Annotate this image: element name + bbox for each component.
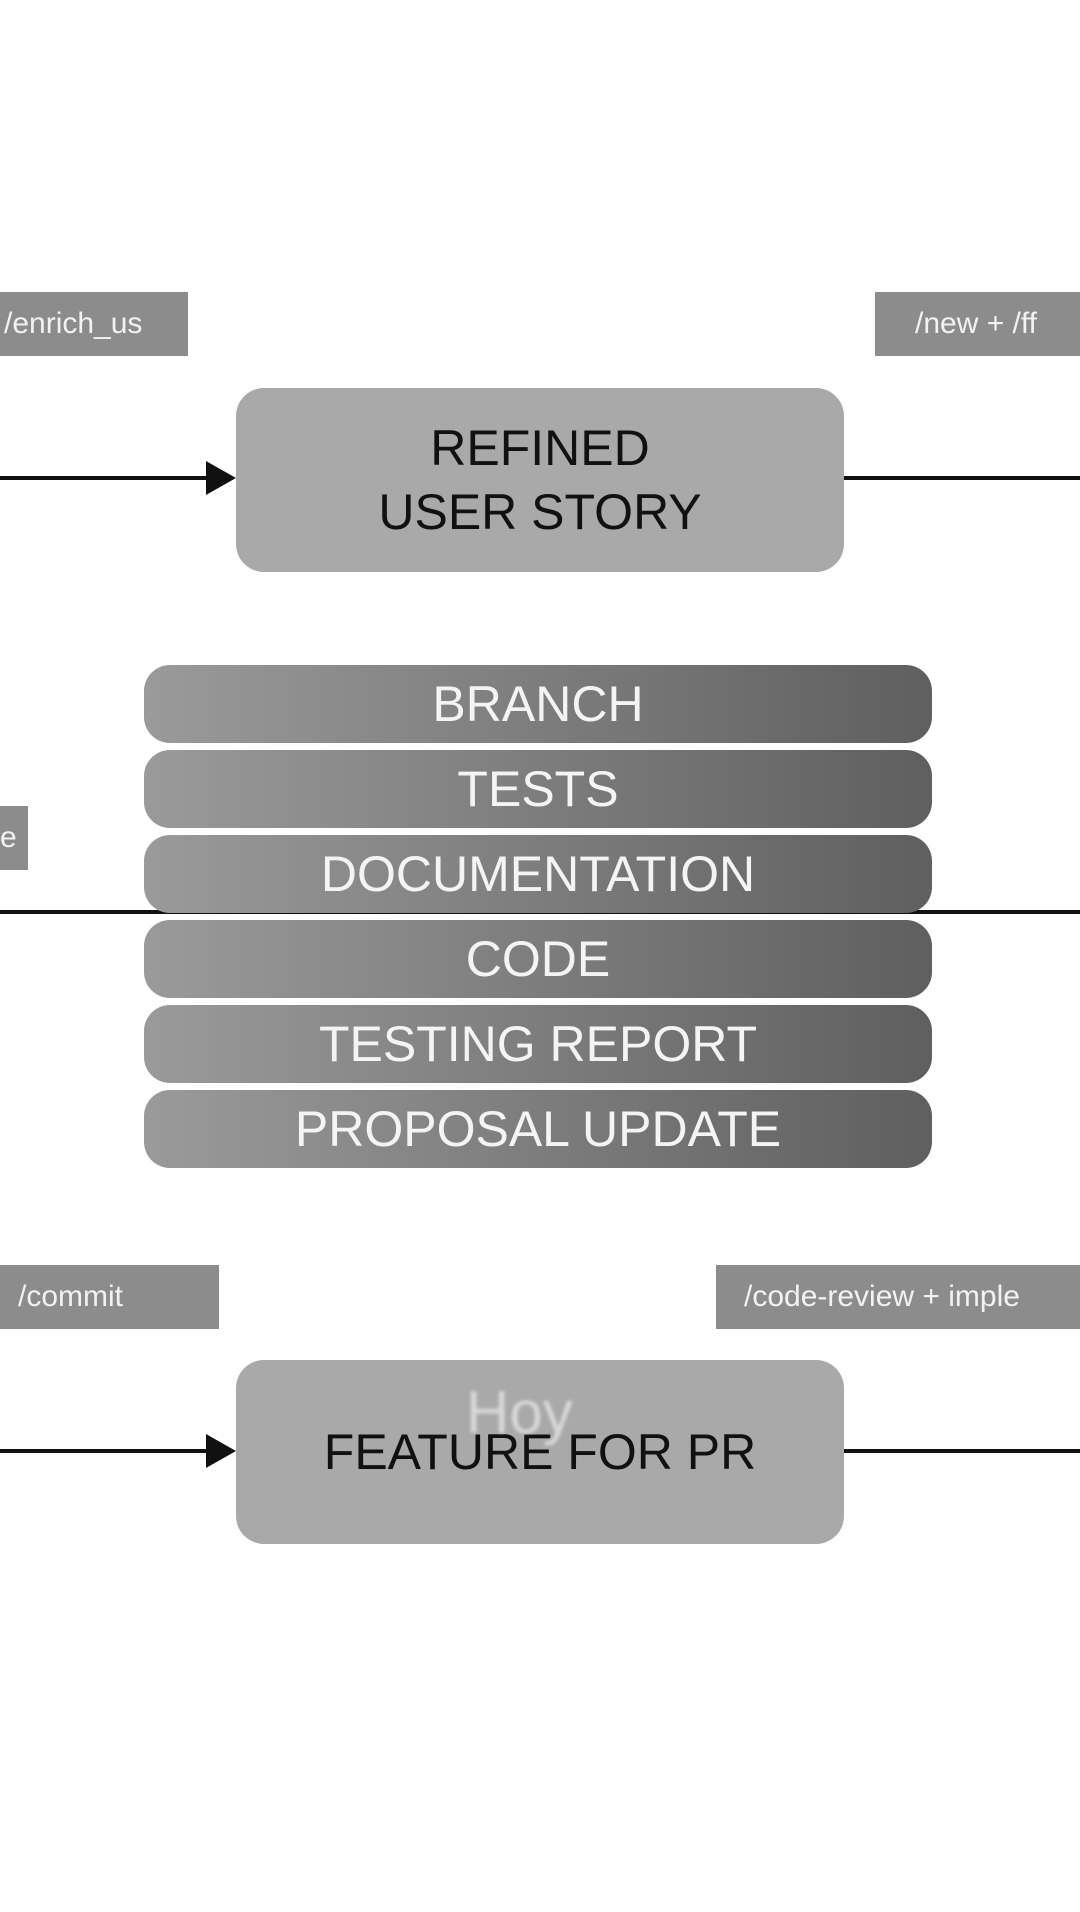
left-cut-text: e (0, 821, 17, 854)
stack-item-testing-report: TESTING REPORT (144, 1005, 932, 1083)
top-outgoing-line (844, 476, 1080, 480)
feature-for-pr-node: FEATURE FOR PR (236, 1360, 844, 1544)
new-ff-command-text: /new + /ff (915, 307, 1038, 340)
stack-item-label: TESTS (457, 761, 619, 817)
code-review-command-label: /code-review + imple (716, 1265, 1080, 1329)
refined-line-2: USER STORY (378, 484, 702, 540)
refined-line-1: REFINED (430, 420, 650, 476)
stack-item-branch: BRANCH (144, 665, 932, 743)
enrich-command-text: /enrich_us (4, 307, 143, 340)
stack-item-label: BRANCH (432, 676, 644, 732)
new-ff-command-label: /new + /ff (875, 292, 1080, 356)
commit-command-text: /commit (18, 1280, 123, 1313)
enrich-command-label: /enrich_us (0, 292, 188, 356)
stack-item-code: CODE (144, 920, 932, 998)
stack-item-label: CODE (465, 931, 611, 987)
bottom-arrowhead-icon (206, 1434, 236, 1468)
top-arrowhead-icon (206, 461, 236, 495)
left-cut-label: e (0, 806, 28, 870)
overlay-caption: Hoy (466, 1379, 573, 1446)
code-review-command-text: /code-review + imple (744, 1280, 1020, 1313)
stack-item-proposal-update: PROPOSAL UPDATE (144, 1090, 932, 1168)
commit-command-label: /commit (0, 1265, 219, 1329)
top-incoming-line (0, 476, 210, 480)
bottom-outgoing-line (844, 1449, 1080, 1453)
stack-item-documentation: DOCUMENTATION (144, 835, 932, 913)
stack-item-label: TESTING REPORT (318, 1016, 757, 1072)
feature-pr-text: FEATURE FOR PR (323, 1424, 757, 1480)
bottom-incoming-line (0, 1449, 210, 1453)
stack-item-label: DOCUMENTATION (320, 846, 756, 902)
stack-item-tests: TESTS (144, 750, 932, 828)
stack-item-label: PROPOSAL UPDATE (294, 1101, 782, 1157)
refined-user-story-node: REFINED USER STORY (236, 388, 844, 572)
